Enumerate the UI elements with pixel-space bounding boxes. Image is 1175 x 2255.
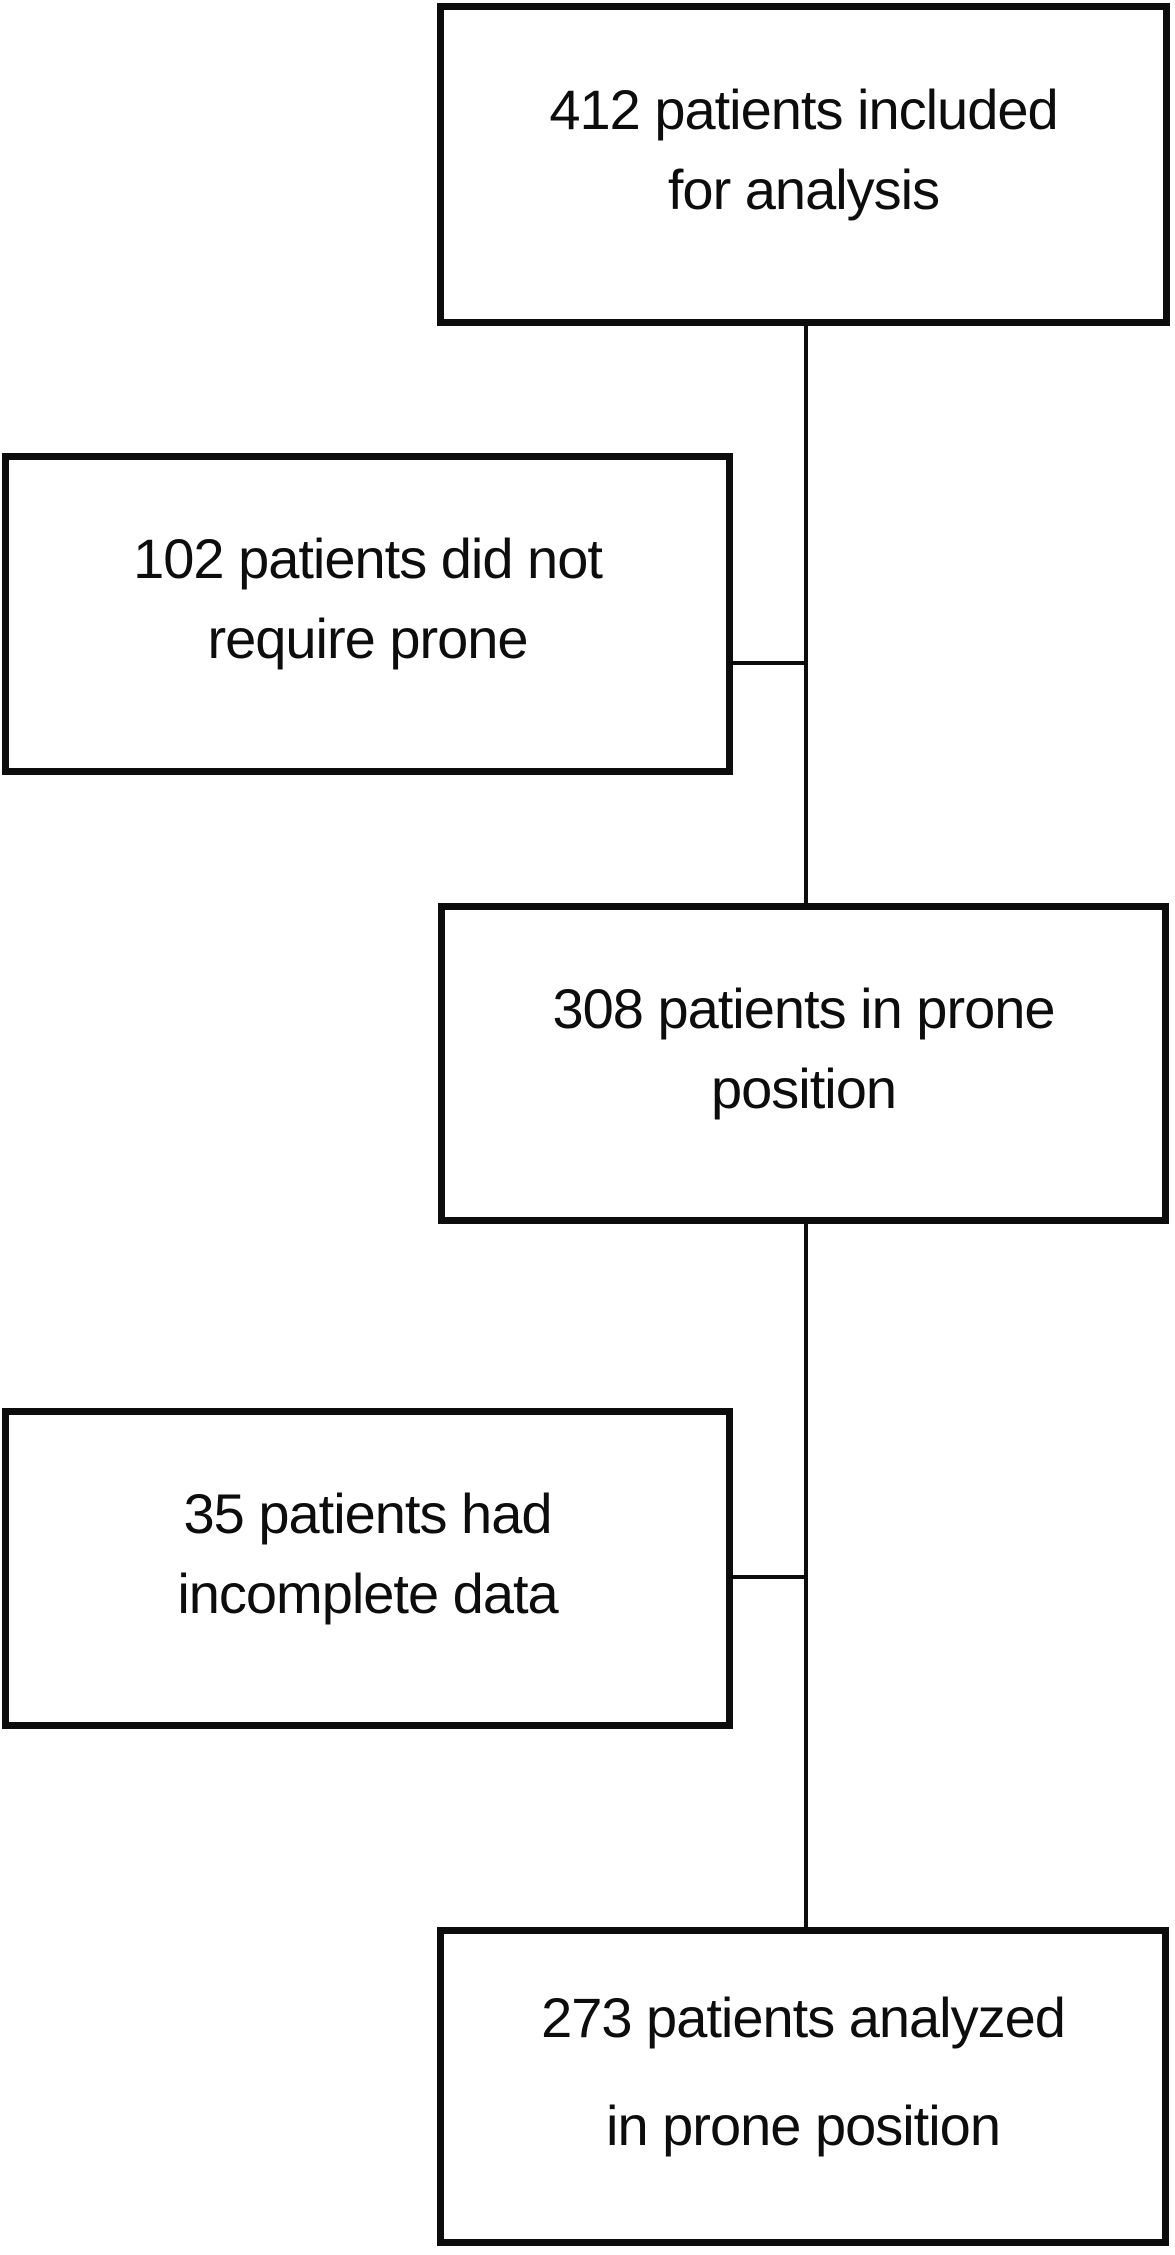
node-incomplete-data: 35 patients had incomplete data — [2, 1408, 733, 1729]
node-did-not-require-prone: 102 patients did not require prone — [2, 453, 733, 775]
node-text-line: 412 patients included — [549, 77, 1058, 141]
node-text-line: 35 patients had — [183, 1481, 553, 1545]
node-text-line: for analysis — [667, 157, 940, 221]
node-text-line: 273 patients analyzed — [541, 1985, 1066, 2049]
node-patients-in-prone-position: 308 patients in prone position — [438, 903, 1169, 1224]
node-text-line: in prone position — [606, 2093, 1001, 2157]
node-analyzed-in-prone-position: 273 patients analyzed in prone position — [437, 1927, 1169, 2246]
node-text-line: require prone — [207, 607, 528, 670]
node-text-line: incomplete data — [177, 1561, 558, 1625]
node-text-line: 308 patients in prone — [552, 976, 1055, 1040]
connector-included-to-prone — [804, 325, 808, 905]
node-text-line: position — [710, 1056, 897, 1120]
connector-stub-incomplete — [731, 1575, 806, 1579]
connector-stub-no-prone — [731, 661, 806, 665]
node-text-line: 102 patients did not — [133, 527, 603, 590]
node-included-for-analysis: 412 patients included for analysis — [437, 3, 1170, 326]
connector-prone-to-analyzed — [804, 1223, 808, 1929]
